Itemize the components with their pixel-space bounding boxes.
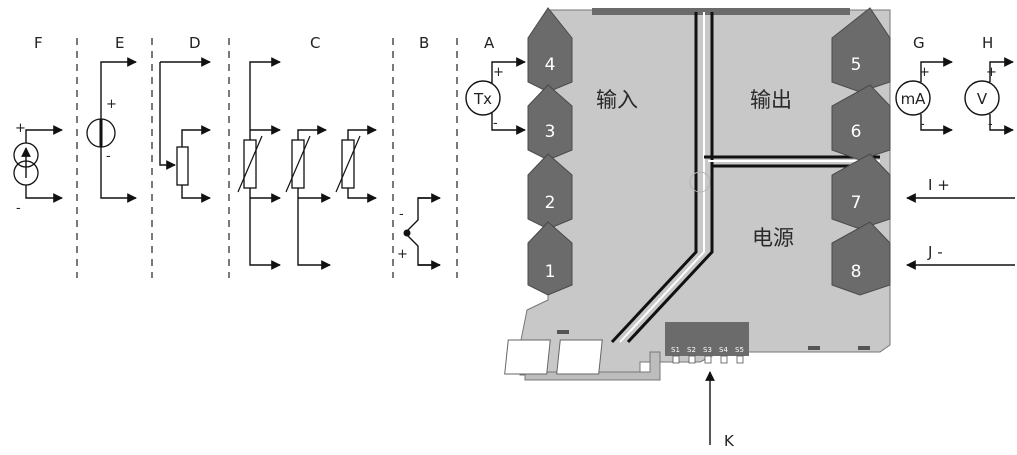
zone-labels: 输入 输出 电源 xyxy=(596,88,794,250)
polarity-plus: + xyxy=(986,65,997,80)
dip-switch-4: S4 xyxy=(719,346,728,354)
dip-switch-3: S3 xyxy=(703,346,712,354)
polarity-plus: + xyxy=(397,247,408,262)
svg-text:5: 5 xyxy=(851,55,862,75)
section-label-d: D xyxy=(189,34,201,52)
circuit-c-rtd xyxy=(237,57,377,270)
svg-text:7: 7 xyxy=(851,193,862,213)
zone-output-label: 输出 xyxy=(750,88,792,112)
section-label-k: K xyxy=(724,432,735,450)
section-label-a: A xyxy=(484,34,495,52)
polarity-minus: - xyxy=(16,201,21,216)
polarity-plus: + xyxy=(15,121,26,136)
svg-text:8: 8 xyxy=(851,262,862,282)
terminal-7: 7 xyxy=(831,153,891,230)
terminal-blocks-left: 4 3 2 1 xyxy=(527,7,573,296)
dip-switch-pointer: K xyxy=(705,371,735,450)
section-label-e: E xyxy=(115,34,124,52)
terminal-6: 6 xyxy=(831,84,891,161)
circuit-e-voltage-source: + - xyxy=(86,57,137,203)
svg-text:1: 1 xyxy=(545,262,556,282)
polarity-minus: - xyxy=(988,117,993,132)
circuit-a-transmitter: Tx + - xyxy=(465,57,526,135)
section-labels: F E D C B A G H xyxy=(34,34,993,52)
svg-text:2: 2 xyxy=(545,193,556,213)
power-supply-inputs: I + J - xyxy=(906,176,1015,270)
section-separators xyxy=(76,38,458,278)
polarity-minus: - xyxy=(920,117,925,132)
circuit-h-voltmeter: V + - xyxy=(964,57,1014,135)
power-positive-label: I + xyxy=(928,176,950,194)
voltmeter-label: V xyxy=(977,90,988,108)
section-label-f: F xyxy=(34,34,43,52)
dip-switch-5: S5 xyxy=(735,346,744,354)
circuit-d-resistor xyxy=(159,57,211,203)
power-negative-label: J - xyxy=(927,243,943,261)
zone-input-label: 输入 xyxy=(596,88,638,112)
svg-text:3: 3 xyxy=(545,122,556,142)
section-label-b: B xyxy=(419,34,429,52)
module-housing: S1 S2 S3 S4 S5 xyxy=(504,8,891,381)
terminal-3: 3 xyxy=(527,84,573,161)
terminal-2: 2 xyxy=(527,153,573,230)
dip-switch-block xyxy=(665,322,749,356)
terminal-4: 4 xyxy=(527,7,573,93)
terminal-1: 1 xyxy=(527,221,573,296)
zone-power-label: 电源 xyxy=(752,226,794,250)
svg-text:6: 6 xyxy=(851,122,862,142)
section-label-c: C xyxy=(310,34,320,52)
polarity-minus: - xyxy=(399,207,404,222)
circuit-g-ammeter: mA + - xyxy=(895,57,953,135)
svg-text:4: 4 xyxy=(545,55,556,75)
dip-switch-1: S1 xyxy=(671,346,680,354)
terminal-5: 5 xyxy=(831,7,891,93)
transmitter-label: Tx xyxy=(473,90,492,108)
dip-switch-2: S2 xyxy=(687,346,696,354)
circuit-f-current-source: + - xyxy=(13,121,63,216)
polarity-minus: - xyxy=(493,116,498,131)
polarity-plus: + xyxy=(106,97,117,112)
ammeter-label: mA xyxy=(901,90,927,108)
section-label-g: G xyxy=(913,34,925,52)
dip-switch-labels: S1 S2 S3 S4 S5 xyxy=(671,346,744,354)
polarity-plus: + xyxy=(919,65,930,80)
terminal-8: 8 xyxy=(831,221,891,296)
polarity-minus: - xyxy=(106,149,111,164)
circuit-b-thermocouple: - + xyxy=(397,193,441,270)
terminal-blocks-right: 5 6 7 8 xyxy=(831,7,891,296)
section-label-h: H xyxy=(982,34,993,52)
polarity-plus: + xyxy=(493,65,504,80)
